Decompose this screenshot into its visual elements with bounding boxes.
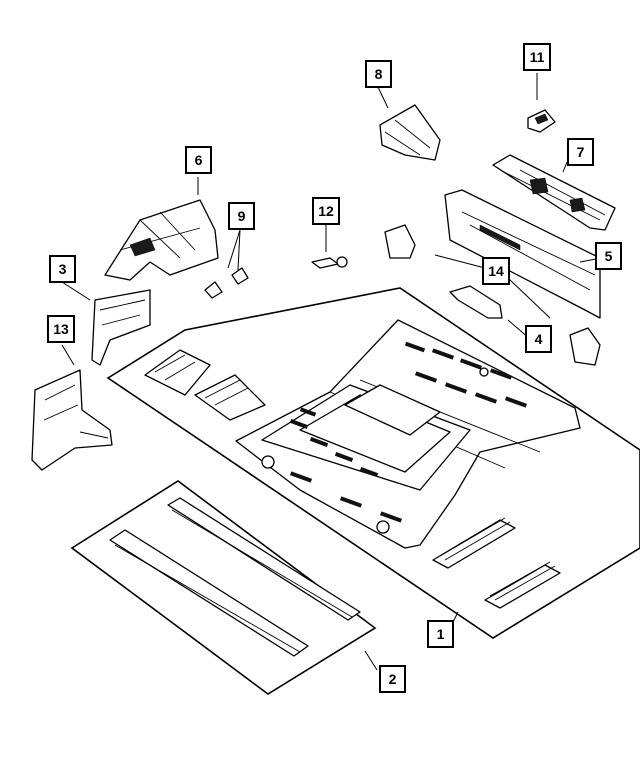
sill-group-outline	[70, 480, 377, 695]
callout-3: 3	[49, 255, 76, 283]
small-clip-part	[527, 109, 556, 133]
callout-13: 13	[47, 315, 75, 343]
callout-11-label: 11	[530, 49, 545, 65]
callout-12-label: 12	[318, 203, 334, 219]
callout-7-label: 7	[577, 144, 585, 160]
callout-4: 4	[525, 325, 552, 353]
rear-crossmember-upper-part	[492, 154, 616, 231]
callout-9-label: 9	[238, 208, 246, 224]
callout-13-label: 13	[53, 321, 69, 337]
floor-pan-ribs	[289, 341, 528, 523]
clips-part	[204, 267, 249, 299]
callout-5: 5	[595, 242, 622, 270]
callout-11: 11	[523, 43, 551, 71]
brackets-part	[384, 224, 601, 366]
callout-2: 2	[379, 665, 406, 693]
floor-pan-group-outline	[106, 287, 640, 639]
rear-sill-panel-part	[444, 189, 601, 319]
callout-4-label: 4	[535, 331, 543, 347]
upper-bracket-part	[379, 104, 441, 161]
wheelhouse-outer-part	[104, 199, 219, 281]
callout-9: 9	[228, 202, 255, 230]
callout-14-label: 14	[488, 263, 504, 279]
callout-2-label: 2	[389, 671, 397, 687]
callout-8: 8	[365, 60, 392, 88]
callout-6-label: 6	[195, 152, 203, 168]
callout-5-label: 5	[605, 248, 613, 264]
callout-1: 1	[427, 620, 454, 648]
callout-12: 12	[312, 197, 340, 225]
tie-down-bracket-part	[449, 285, 503, 319]
callout-3-label: 3	[59, 261, 67, 277]
callout-14: 14	[482, 257, 510, 285]
rear-floor-pan-part	[144, 319, 581, 609]
callout-8-label: 8	[375, 66, 383, 82]
wheelhouse-lower-part	[91, 289, 151, 366]
callout-6: 6	[185, 146, 212, 174]
sill-reinforcement-part	[109, 497, 361, 657]
grommet-part	[311, 256, 348, 269]
callout-1-label: 1	[437, 626, 445, 642]
quarter-extension-part	[31, 369, 113, 471]
callout-7: 7	[567, 138, 594, 166]
